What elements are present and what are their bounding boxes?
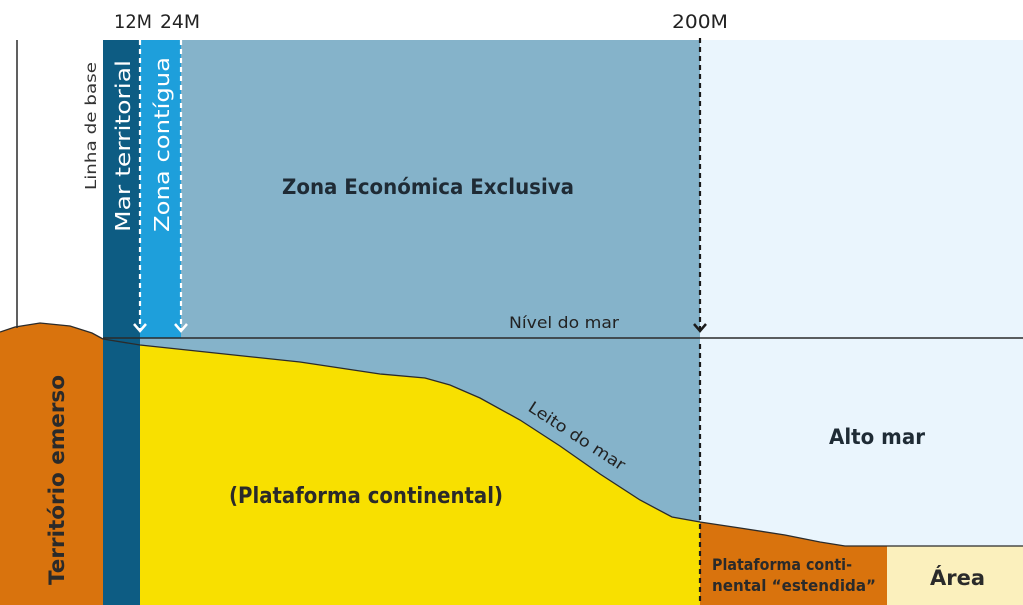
sea-level-label: Nível do mar xyxy=(509,313,619,332)
high-seas-label: Alto mar xyxy=(829,425,926,449)
territorial-sea-zone xyxy=(103,40,140,605)
marker-24m: 24M xyxy=(160,11,200,33)
contiguous-zone-label: Zona contígua xyxy=(150,57,174,232)
continental-shelf-label: (Plataforma continental) xyxy=(229,484,503,509)
arrow-24m-icon xyxy=(174,323,188,333)
territorial-sea-label: Mar territorial xyxy=(111,60,135,232)
eez-zone xyxy=(181,40,700,340)
seabed-line xyxy=(102,338,1023,547)
continental-shelf xyxy=(140,345,700,605)
extended-shelf-label-line2: nental “estendida” xyxy=(712,576,876,595)
eez-label: Zona Económica Exclusiva xyxy=(282,175,574,199)
marker-12m: 12M xyxy=(114,11,152,33)
high-seas-zone xyxy=(700,40,1023,338)
contiguous-zone xyxy=(140,40,181,346)
land-outline xyxy=(0,322,104,340)
area-label: Área xyxy=(930,565,985,590)
arrow-200m-icon xyxy=(693,323,707,333)
extended-shelf-label-line1: Plataforma conti- xyxy=(712,555,852,574)
emerged-territory-label: Território emerso xyxy=(45,375,69,585)
eez-water-below-sea-level xyxy=(140,338,700,522)
emerged-territory xyxy=(0,323,103,605)
baseline-label: Linha de base xyxy=(82,62,100,190)
arrow-12m-icon xyxy=(133,323,147,333)
marker-200m: 200M xyxy=(672,11,728,33)
area-zone xyxy=(887,546,1023,605)
extended-shelf xyxy=(700,522,887,605)
